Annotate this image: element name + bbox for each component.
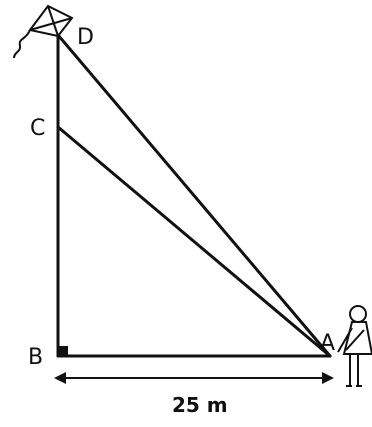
label-c: C (30, 116, 45, 141)
kite-icon (13, 4, 74, 59)
dimension-arrow (54, 372, 334, 384)
label-a: A (320, 331, 335, 356)
distance-label: 25 m (172, 393, 228, 417)
right-angle-marker (58, 346, 68, 356)
line-ac (56, 125, 332, 358)
person-icon (337, 305, 372, 387)
label-b: B (28, 345, 43, 370)
line-ad (56, 33, 332, 358)
label-d: D (77, 25, 94, 50)
